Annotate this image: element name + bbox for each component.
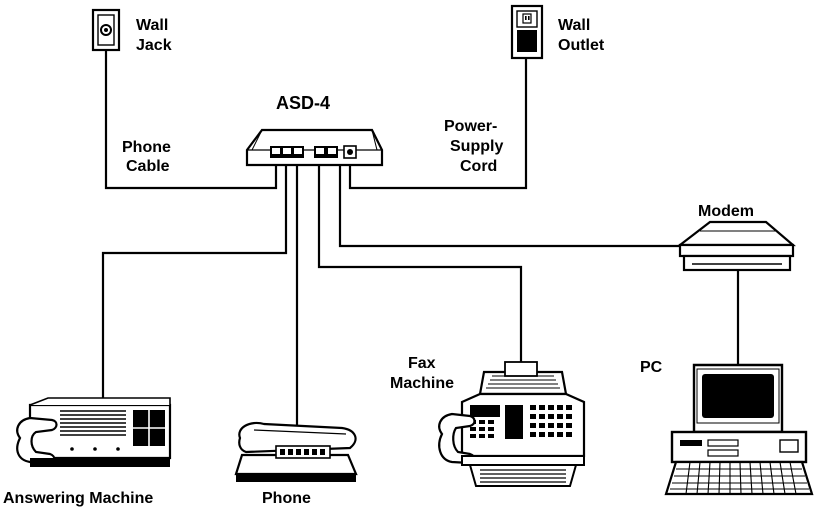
phone-cable-label-line2: Cable bbox=[126, 158, 170, 175]
power-cord-line bbox=[348, 56, 528, 190]
modem-icon bbox=[676, 220, 796, 272]
fax-label-line2: Machine bbox=[390, 375, 454, 392]
answering-machine-label: Answering Machine bbox=[3, 490, 153, 507]
power-cord-label-line2: Supply bbox=[450, 138, 503, 155]
phone-label: Phone bbox=[262, 490, 311, 507]
asd4-box-icon bbox=[245, 128, 384, 167]
modem-cable bbox=[338, 165, 693, 248]
power-cord-label-line3: Cord bbox=[460, 158, 497, 175]
pc-icon bbox=[664, 363, 814, 496]
fax-label-line1: Fax bbox=[408, 355, 436, 372]
wall-jack-icon bbox=[91, 8, 121, 52]
phone-cable-label-line1: Phone bbox=[122, 139, 171, 156]
wall-jack-label-line1: Wall bbox=[136, 17, 168, 34]
fax-cable bbox=[317, 165, 523, 362]
wall-outlet-label-line2: Outlet bbox=[558, 37, 605, 54]
modem-label: Modem bbox=[698, 203, 754, 220]
power-cord-label-line1: Power- bbox=[444, 118, 497, 135]
wall-outlet-icon bbox=[510, 4, 544, 60]
phone-cable-line bbox=[104, 42, 278, 190]
fax-machine-icon bbox=[438, 361, 586, 487]
asd4-label: ASD-4 bbox=[276, 93, 330, 113]
cables bbox=[101, 42, 740, 432]
phone-icon bbox=[234, 421, 358, 482]
answering-machine-cable bbox=[101, 165, 288, 405]
wall-outlet-label-line1: Wall bbox=[558, 17, 590, 34]
wall-jack-label-line2: Jack bbox=[136, 37, 172, 54]
pc-label: PC bbox=[640, 359, 663, 376]
answering-machine-icon bbox=[16, 397, 172, 467]
